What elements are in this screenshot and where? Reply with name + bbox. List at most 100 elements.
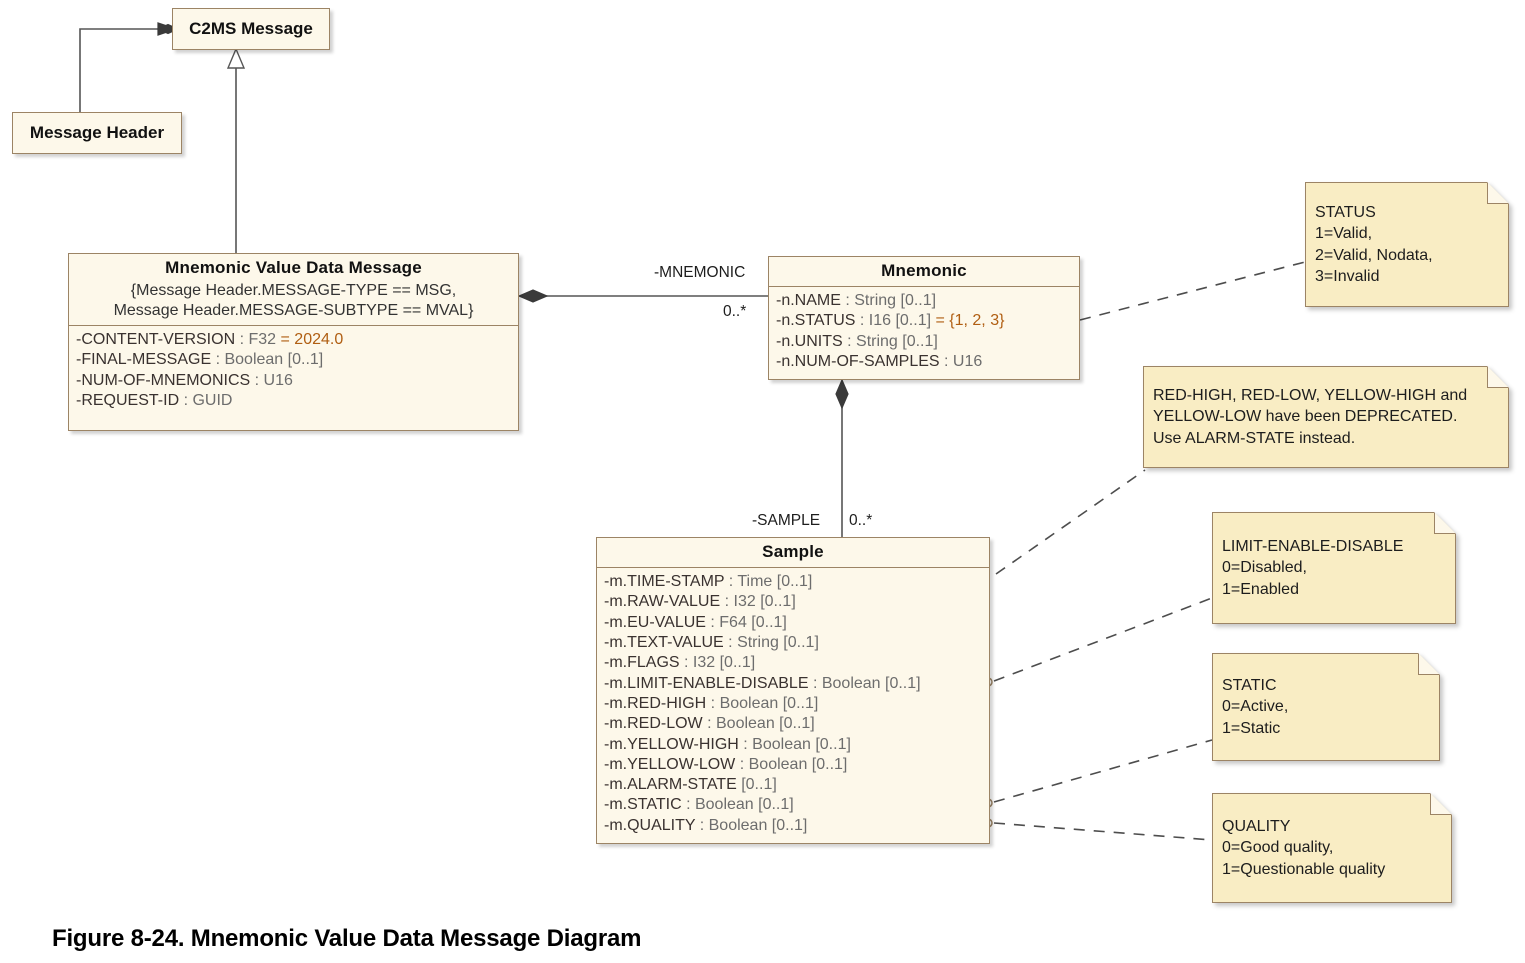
association-label-sample-role: -SAMPLE	[752, 512, 820, 530]
note-static-body	[1212, 653, 1440, 761]
attribute-name: -FINAL-MESSAGE	[76, 351, 212, 369]
note-fold-corner-icon	[1430, 793, 1452, 815]
attribute-row: -m.RED-LOW : Boolean [0..1]	[604, 714, 983, 734]
note-deprecated-text: RED-HIGH, RED-LOW, YELLOW-HIGH and YELLO…	[1153, 387, 1468, 447]
attribute-name: -m.QUALITY	[604, 816, 696, 834]
class-mnemonic-divider	[769, 286, 1079, 287]
attribute-type: : Boolean [0..1]	[686, 796, 794, 814]
attribute-name: -m.YELLOW-LOW	[604, 755, 736, 773]
attribute-type: : GUID	[183, 391, 233, 409]
class-sample[interactable]: Sample -m.TIME-STAMP : Time [0..1] -m.RA…	[596, 537, 990, 844]
note-quality-text: QUALITY 0=Good quality, 1=Questionable q…	[1222, 818, 1386, 878]
attribute-name: -NUM-OF-MNEMONICS	[76, 371, 251, 389]
attribute-row: -m.RED-HIGH : Boolean [0..1]	[604, 694, 983, 714]
attribute-row: -m.EU-VALUE : F64 [0..1]	[604, 613, 983, 633]
attribute-row: -FINAL-MESSAGE : Boolean [0..1]	[76, 350, 512, 370]
attribute-name: -REQUEST-ID	[76, 391, 180, 409]
attribute-name: -n.UNITS	[776, 332, 843, 350]
attribute-type: : Boolean [0..1]	[812, 674, 921, 692]
note-link-deprecated	[995, 469, 1146, 575]
association-label-mnemonic-role: -MNEMONIC	[654, 264, 745, 282]
attribute-row: -m.YELLOW-HIGH : Boolean [0..1]	[604, 735, 983, 755]
attribute-row: -m.RAW-VALUE : I32 [0..1]	[604, 592, 983, 612]
attribute-type: : String [0..1]	[728, 633, 819, 651]
attribute-row: -REQUEST-ID : GUID	[76, 391, 512, 411]
association-multiplicity-text: 0..*	[849, 512, 873, 529]
attribute-type: : I32 [0..1]	[684, 654, 756, 672]
generalization-arrow-c2ms	[226, 47, 246, 69]
note-link-static	[993, 739, 1213, 803]
note-quality-body	[1212, 793, 1452, 903]
note-deprecated[interactable]: RED-HIGH, RED-LOW, YELLOW-HIGH and YELLO…	[1143, 366, 1509, 468]
class-mvdm-name: Mnemonic Value Data Message	[165, 258, 422, 277]
note-status[interactable]: STATUS 1=Valid, 2=Valid, Nodata, 3=Inval…	[1305, 182, 1509, 307]
note-deprecated-body	[1143, 366, 1509, 468]
class-mnemonic-value-data-message[interactable]: Mnemonic Value Data Message {Message Hea…	[68, 253, 519, 431]
attribute-type: : U16	[254, 371, 293, 389]
attribute-type: : Boolean [0..1]	[739, 755, 848, 773]
attribute-default: = 2024.0	[280, 331, 344, 349]
class-mnemonic[interactable]: Mnemonic -n.NAME : String [0..1] -n.STAT…	[768, 256, 1080, 380]
attribute-row: -m.FLAGS : I32 [0..1]	[604, 653, 983, 673]
edge-message-header-to-c2ms	[79, 28, 160, 121]
attribute-type: : Time [0..1]	[728, 573, 813, 590]
class-c2ms-message[interactable]: C2MS Message	[172, 8, 330, 50]
attribute-type: : F32	[239, 331, 277, 349]
association-role-text: -SAMPLE	[752, 512, 821, 529]
class-mvdm-header: Mnemonic Value Data Message {Message Hea…	[69, 254, 518, 325]
class-message-header[interactable]: Message Header	[12, 112, 182, 154]
class-sample-divider	[597, 567, 989, 568]
attribute-row: -m.TIME-STAMP : Time [0..1]	[604, 572, 983, 592]
class-mnemonic-attributes: -n.NAME : String [0..1] -n.STATUS : I16 …	[769, 287, 1079, 380]
class-mvdm-divider	[69, 325, 518, 327]
attribute-row: -m.LIMIT-ENABLE-DISABLE : Boolean [0..1]	[604, 674, 983, 694]
attribute-row: -n.STATUS : I16 [0..1] = {1, 2, 3}	[776, 311, 1073, 331]
attribute-name: -m.LIMIT-ENABLE-DISABLE	[604, 674, 809, 692]
note-static[interactable]: STATIC 0=Active, 1=Static	[1212, 653, 1440, 761]
attribute-type: : Boolean [0..1]	[699, 816, 808, 834]
note-quality[interactable]: QUALITY 0=Good quality, 1=Questionable q…	[1212, 793, 1452, 903]
note-status-body	[1305, 182, 1509, 307]
attribute-name: -n.NUM-OF-SAMPLES	[776, 352, 940, 370]
composition-diamond-mnemonic	[835, 378, 849, 410]
attribute-row: -m.QUALITY : Boolean [0..1]	[604, 816, 983, 836]
class-mvdm-attributes: -CONTENT-VERSION : F32 = 2024.0 -FINAL-M…	[69, 326, 518, 419]
association-label-mnemonic-multiplicity: 0..*	[723, 303, 746, 321]
attribute-type: : Boolean [0..1]	[710, 694, 819, 712]
note-fold-corner-icon	[1487, 182, 1509, 204]
note-limit-enable-disable[interactable]: LIMIT-ENABLE-DISABLE 0=Disabled, 1=Enabl…	[1212, 512, 1456, 624]
attribute-name: -m.ALARM-STATE	[604, 776, 737, 794]
attribute-row: -n.NUM-OF-SAMPLES : U16	[776, 352, 1073, 372]
note-limit-enable-disable-text: LIMIT-ENABLE-DISABLE 0=Disabled, 1=Enabl…	[1222, 538, 1404, 598]
association-label-sample-multiplicity: 0..*	[849, 512, 872, 530]
attribute-row: -n.NAME : String [0..1]	[776, 291, 1073, 311]
attribute-name: -n.STATUS	[776, 312, 856, 330]
attribute-type: : Boolean [0..1]	[743, 735, 851, 753]
composition-diamond-mvdm	[517, 289, 549, 303]
class-sample-header: Sample	[597, 538, 989, 567]
attribute-type: [0..1]	[741, 776, 777, 794]
attribute-type: : F64 [0..1]	[710, 613, 787, 631]
attribute-type: : I16 [0..1]	[859, 312, 932, 330]
attribute-name: -m.RED-HIGH	[604, 694, 707, 712]
figure-caption: Figure 8-24. Mnemonic Value Data Message…	[52, 925, 642, 952]
note-fold-corner-icon	[1434, 512, 1456, 534]
attribute-name: -CONTENT-VERSION	[76, 331, 236, 349]
attribute-type: : U16	[944, 352, 983, 370]
attribute-row: -m.YELLOW-LOW : Boolean [0..1]	[604, 755, 983, 775]
note-link-limit-enable-disable	[993, 597, 1213, 682]
class-sample-attributes: -m.TIME-STAMP : Time [0..1] -m.RAW-VALUE…	[597, 568, 989, 844]
note-fold-corner-icon	[1418, 653, 1440, 675]
note-fold-corner-icon	[1487, 366, 1509, 388]
attribute-name: -m.EU-VALUE	[604, 613, 706, 631]
attribute-type: : Boolean [0..1]	[707, 715, 815, 733]
class-sample-name: Sample	[762, 542, 824, 561]
attribute-name: -m.TIME-STAMP	[604, 573, 725, 590]
attribute-type: : String [0..1]	[845, 292, 937, 309]
attribute-default: = {1, 2, 3}	[935, 312, 1005, 330]
attribute-row: -m.TEXT-VALUE : String [0..1]	[604, 633, 983, 653]
association-role-text: -MNEMONIC	[654, 264, 746, 281]
attribute-row: -m.ALARM-STATE [0..1]	[604, 775, 983, 795]
attribute-name: -n.NAME	[776, 292, 841, 309]
